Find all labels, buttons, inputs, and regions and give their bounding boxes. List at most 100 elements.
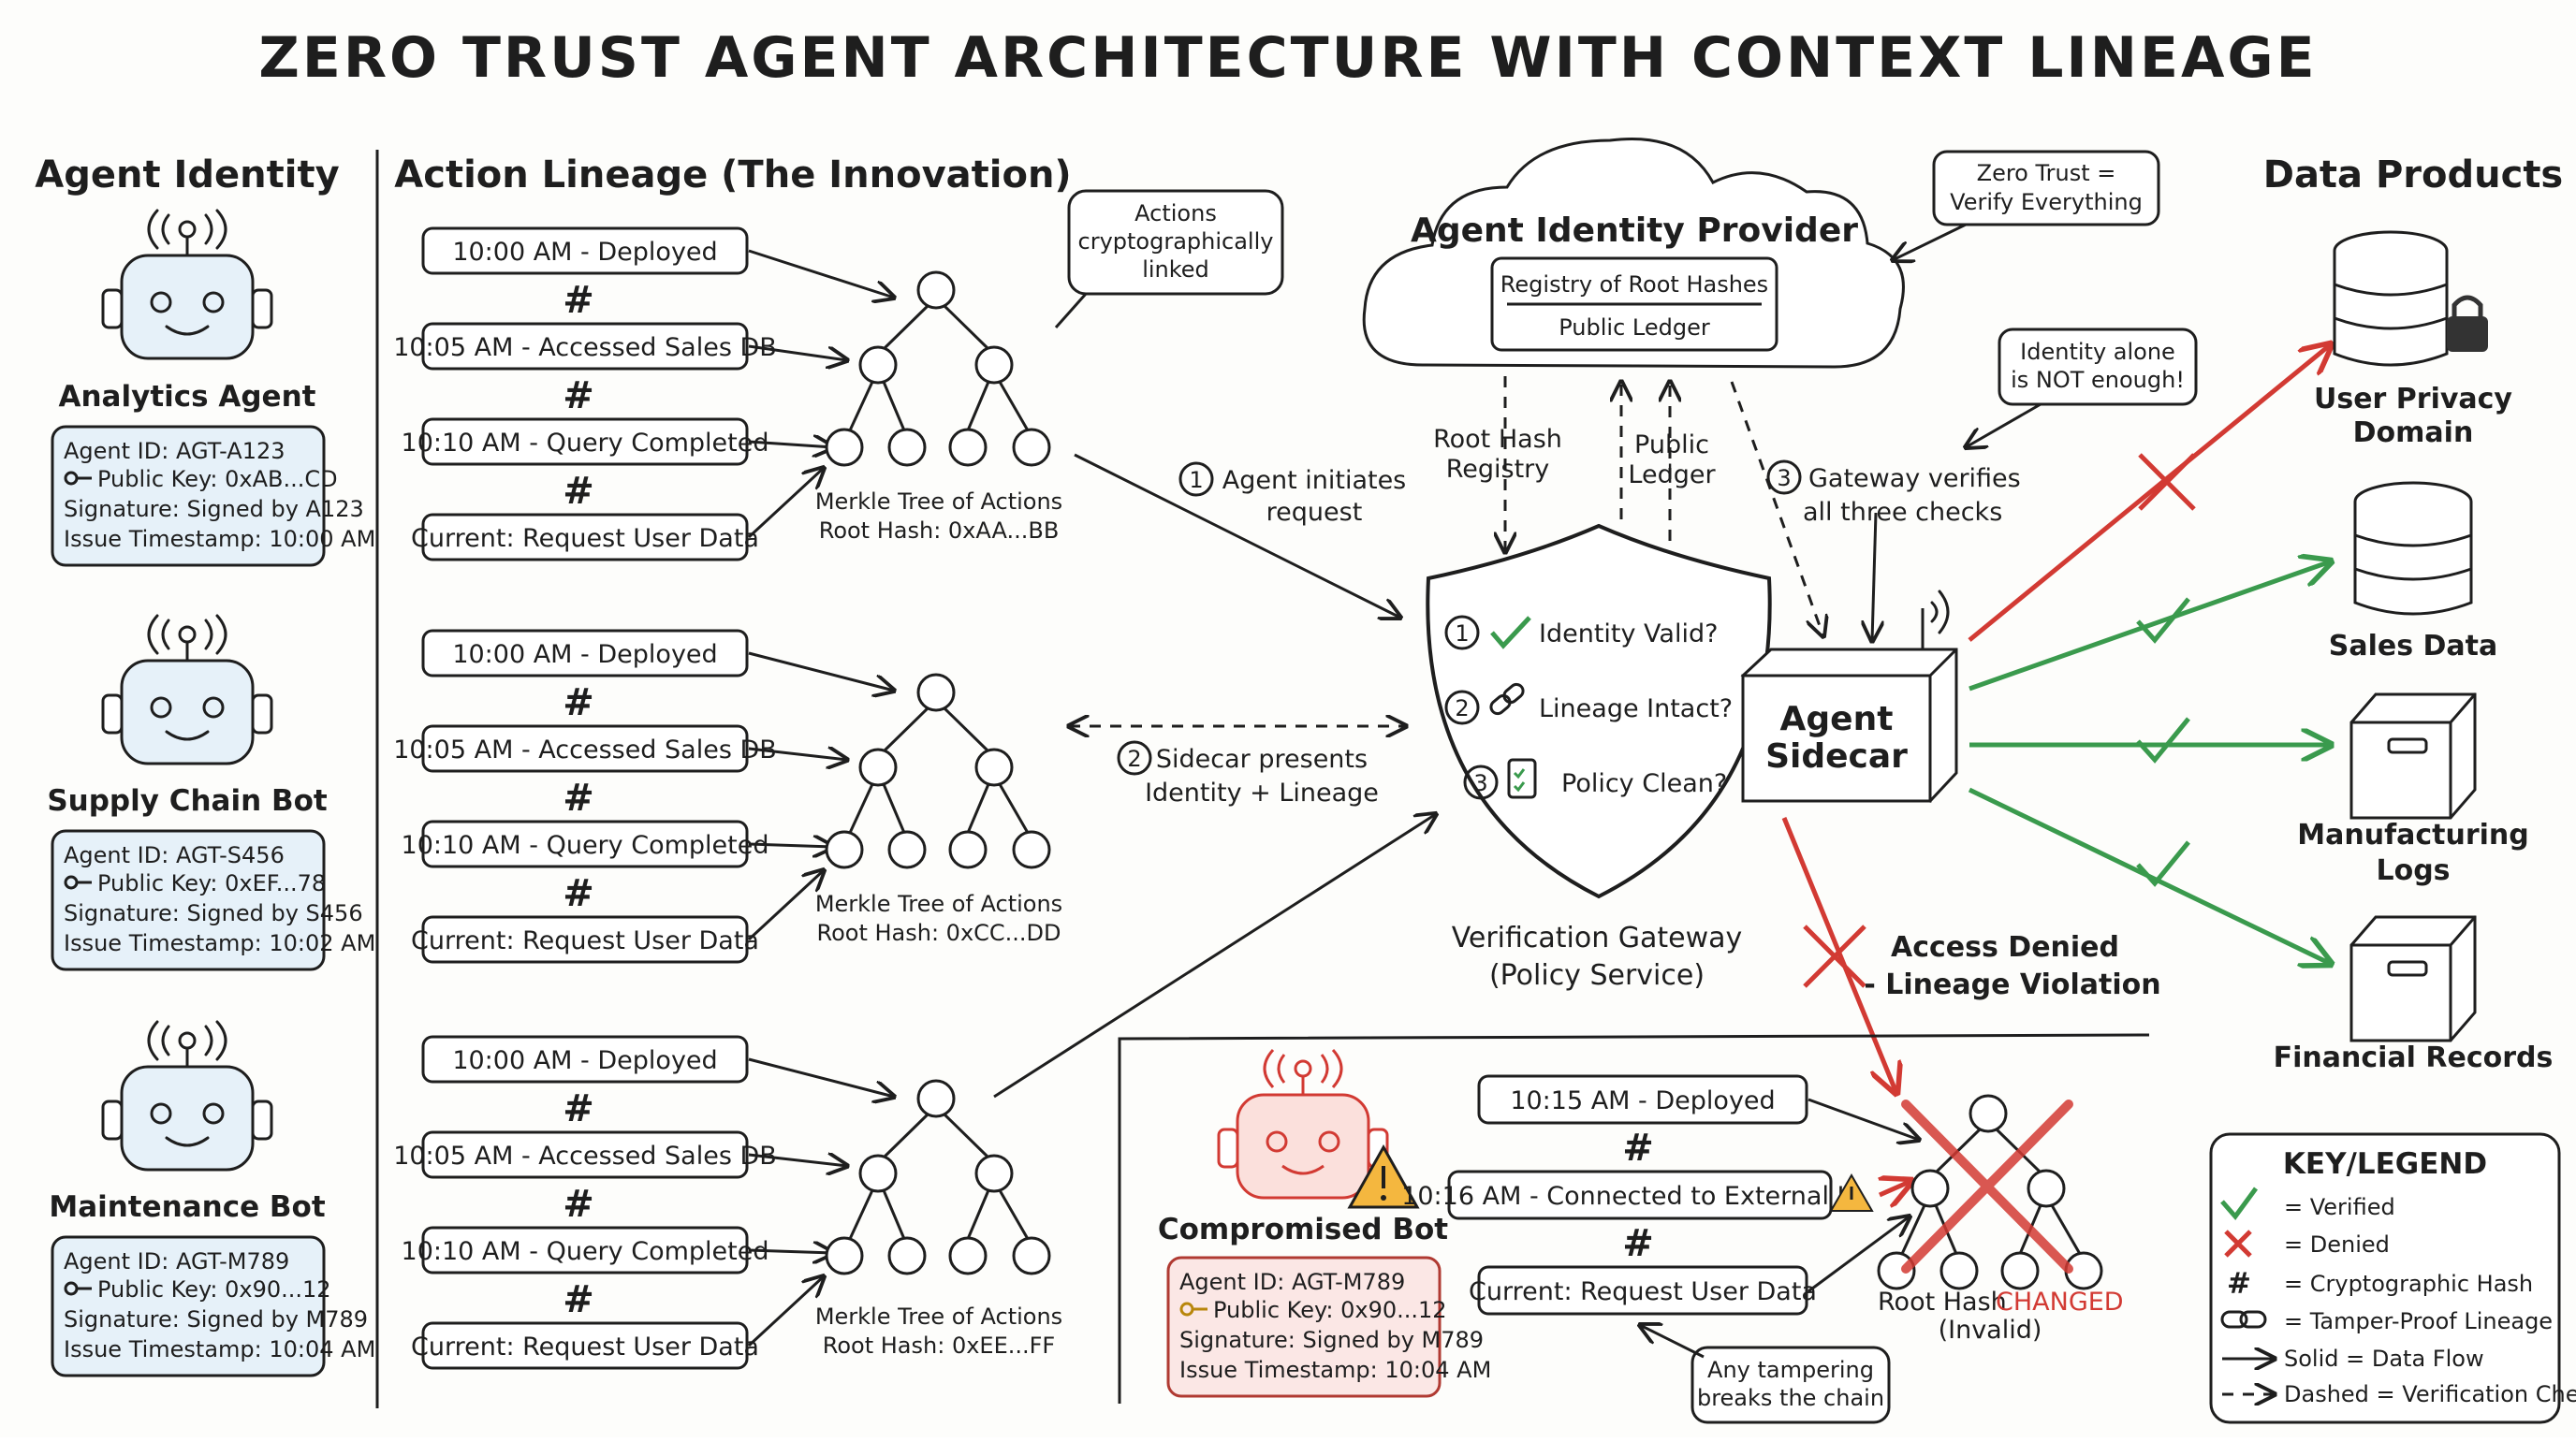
svg-text:Verify Everything: Verify Everything (1950, 189, 2143, 215)
step-number: 2 (1127, 746, 1141, 772)
agent-identity-header: Agent Identity (35, 153, 339, 197)
lineage-step: Current: Request User Data (411, 1333, 759, 1362)
check-icon (2220, 1187, 2259, 1220)
cross-icon (1901, 1100, 2073, 1274)
denied-flow-arrow (1968, 344, 2331, 642)
agent-signature: Signature: Signed by S456 (64, 900, 363, 926)
merkle-tree (825, 1079, 1051, 1275)
access-denied-label: Access Denied (1891, 931, 2119, 964)
lineage-step: 10:05 AM - Accessed Sales DB (393, 333, 777, 362)
lineage-step-box (1477, 1074, 1808, 1125)
lineage-step-box (421, 1130, 749, 1179)
legend-hash: = Cryptographic Hash (2284, 1271, 2533, 1297)
compromised-id-card (1166, 1256, 1442, 1398)
compromised-step: 10:15 AM - Deployed (1510, 1086, 1775, 1115)
check-policy: Policy Clean? (1561, 769, 1727, 798)
cross-icon (1803, 925, 1866, 988)
root-hash: Root Hash: 0xCC...DD (816, 920, 1061, 946)
legend-denied: = Denied (2284, 1231, 2390, 1258)
provider-title: Agent Identity Provider (1411, 211, 1858, 250)
identity-provider-cloud: Agent Identity Provider Registry of Root… (1362, 137, 1905, 369)
check-icon (2136, 840, 2190, 887)
database-lock-icon (2333, 230, 2488, 367)
registry-label: Registry of Root Hashes (1500, 271, 1768, 298)
callout-identity-alone: Identity alone is NOT enough! (1966, 328, 2198, 447)
chain-link-icon (2220, 1310, 2267, 1329)
merkle-tree (1877, 1094, 2103, 1290)
gateway-label: Verification Gateway (1452, 922, 1743, 954)
hash-symbol: # (563, 1278, 594, 1321)
step2-label: Sidecar presents (1156, 745, 1368, 774)
check-icon (2136, 717, 2190, 764)
svg-text:Domain: Domain (2353, 416, 2474, 449)
hash-symbol: # (563, 872, 594, 915)
svg-text:breaks the chain: breaks the chain (1697, 1385, 1884, 1411)
signal-icon (1930, 590, 1950, 634)
hash-symbol: # (563, 681, 594, 724)
root-hash-prefix: Root Hash (1878, 1288, 2007, 1317)
callout-zero-trust: Zero Trust = Verify Everything (1893, 150, 2160, 260)
lineage-step: 10:10 AM - Query Completed (402, 429, 769, 458)
gateway-verify-line (1730, 381, 1823, 636)
hash-symbol: # (563, 470, 594, 513)
root-hash-registry-label: Root Hash (1433, 425, 1562, 454)
merkle-tree (825, 673, 1051, 869)
clipboard-icon (1507, 758, 1537, 799)
svg-text:cryptographically: cryptographically (1078, 228, 1274, 255)
lineage-step-box (421, 1226, 749, 1274)
agent-id-card (51, 1235, 326, 1377)
legend-title: KEY/LEGEND (2283, 1147, 2487, 1181)
key-icon (64, 875, 92, 890)
svg-text:Sidecar: Sidecar (1765, 737, 1908, 776)
legend-verified: = Verified (2284, 1194, 2395, 1220)
box-icon (2349, 692, 2477, 820)
step-number: 3 (1777, 465, 1791, 491)
box-icon (2349, 915, 2477, 1042)
svg-text:is NOT enough!: is NOT enough! (2011, 367, 2185, 393)
lineage-step: Current: Request User Data (411, 926, 759, 955)
legend-solid: Solid = Data Flow (2284, 1346, 2484, 1372)
lineage-step-box (421, 1321, 749, 1370)
agent-id-card (51, 425, 326, 567)
product-manufacturing-logs: Manufacturing (2297, 819, 2529, 852)
compromised-step: Current: Request User Data (1469, 1277, 1817, 1306)
merkle-tree-title: Merkle Tree of Actions (815, 1304, 1062, 1330)
svg-text:Registry: Registry (1446, 455, 1550, 484)
action-lineage-header: Action Lineage (The Innovation) (394, 153, 1071, 197)
agent-sidecar-box: Agent Sidecar (1740, 590, 1958, 803)
compromised-panel-border (1118, 1033, 2150, 1404)
lineage-step-box (421, 724, 749, 773)
merkle-tree-title: Merkle Tree of Actions (815, 891, 1062, 917)
agent-public-key: Public Key: 0xEF...78 (97, 870, 326, 896)
agent-id: Agent ID: AGT-A123 (64, 438, 285, 464)
agent-public-key: Public Key: 0x90...12 (97, 1276, 331, 1303)
lineage-step: 10:10 AM - Query Completed (402, 1237, 769, 1266)
legend: KEY/LEGEND = Verified = Denied # = Crypt… (2209, 1132, 2576, 1424)
agent-name: Maintenance Bot (49, 1190, 325, 1224)
cross-icon (2224, 1230, 2252, 1258)
merkle-tree-title: Merkle Tree of Actions (815, 488, 1062, 515)
hash-symbol: # (1622, 1222, 1654, 1265)
agent-id: Agent ID: AGT-M789 (64, 1248, 289, 1274)
check-icon (1490, 616, 1531, 649)
hash-symbol: # (563, 777, 594, 820)
svg-text:Zero Trust =: Zero Trust = (1977, 160, 2116, 186)
compromised-name: Compromised Bot (1158, 1213, 1448, 1246)
svg-text:2: 2 (1455, 695, 1469, 721)
agent-id: Agent ID: AGT-S456 (64, 842, 285, 868)
svg-text:3: 3 (1473, 770, 1487, 796)
hash-symbol: # (1622, 1127, 1654, 1170)
compromised-public-key: Public Key: 0x90...12 (1213, 1297, 1447, 1323)
agent-name: Supply Chain Bot (47, 784, 328, 818)
agent-name: Analytics Agent (59, 380, 316, 414)
callout-actions-linked: Actions cryptographically linked (1054, 189, 1284, 328)
legend-dashed: Dashed = Verification Check (2284, 1381, 2576, 1407)
warning-icon (1347, 1143, 1420, 1209)
chain-link-icon (1489, 682, 1525, 716)
lineage-step: 10:05 AM - Accessed Sales DB (393, 1142, 777, 1171)
request-arrow (993, 814, 1436, 1099)
agent-timestamp: Issue Timestamp: 10:04 AM (64, 1336, 375, 1362)
key-icon (1179, 1302, 1208, 1317)
